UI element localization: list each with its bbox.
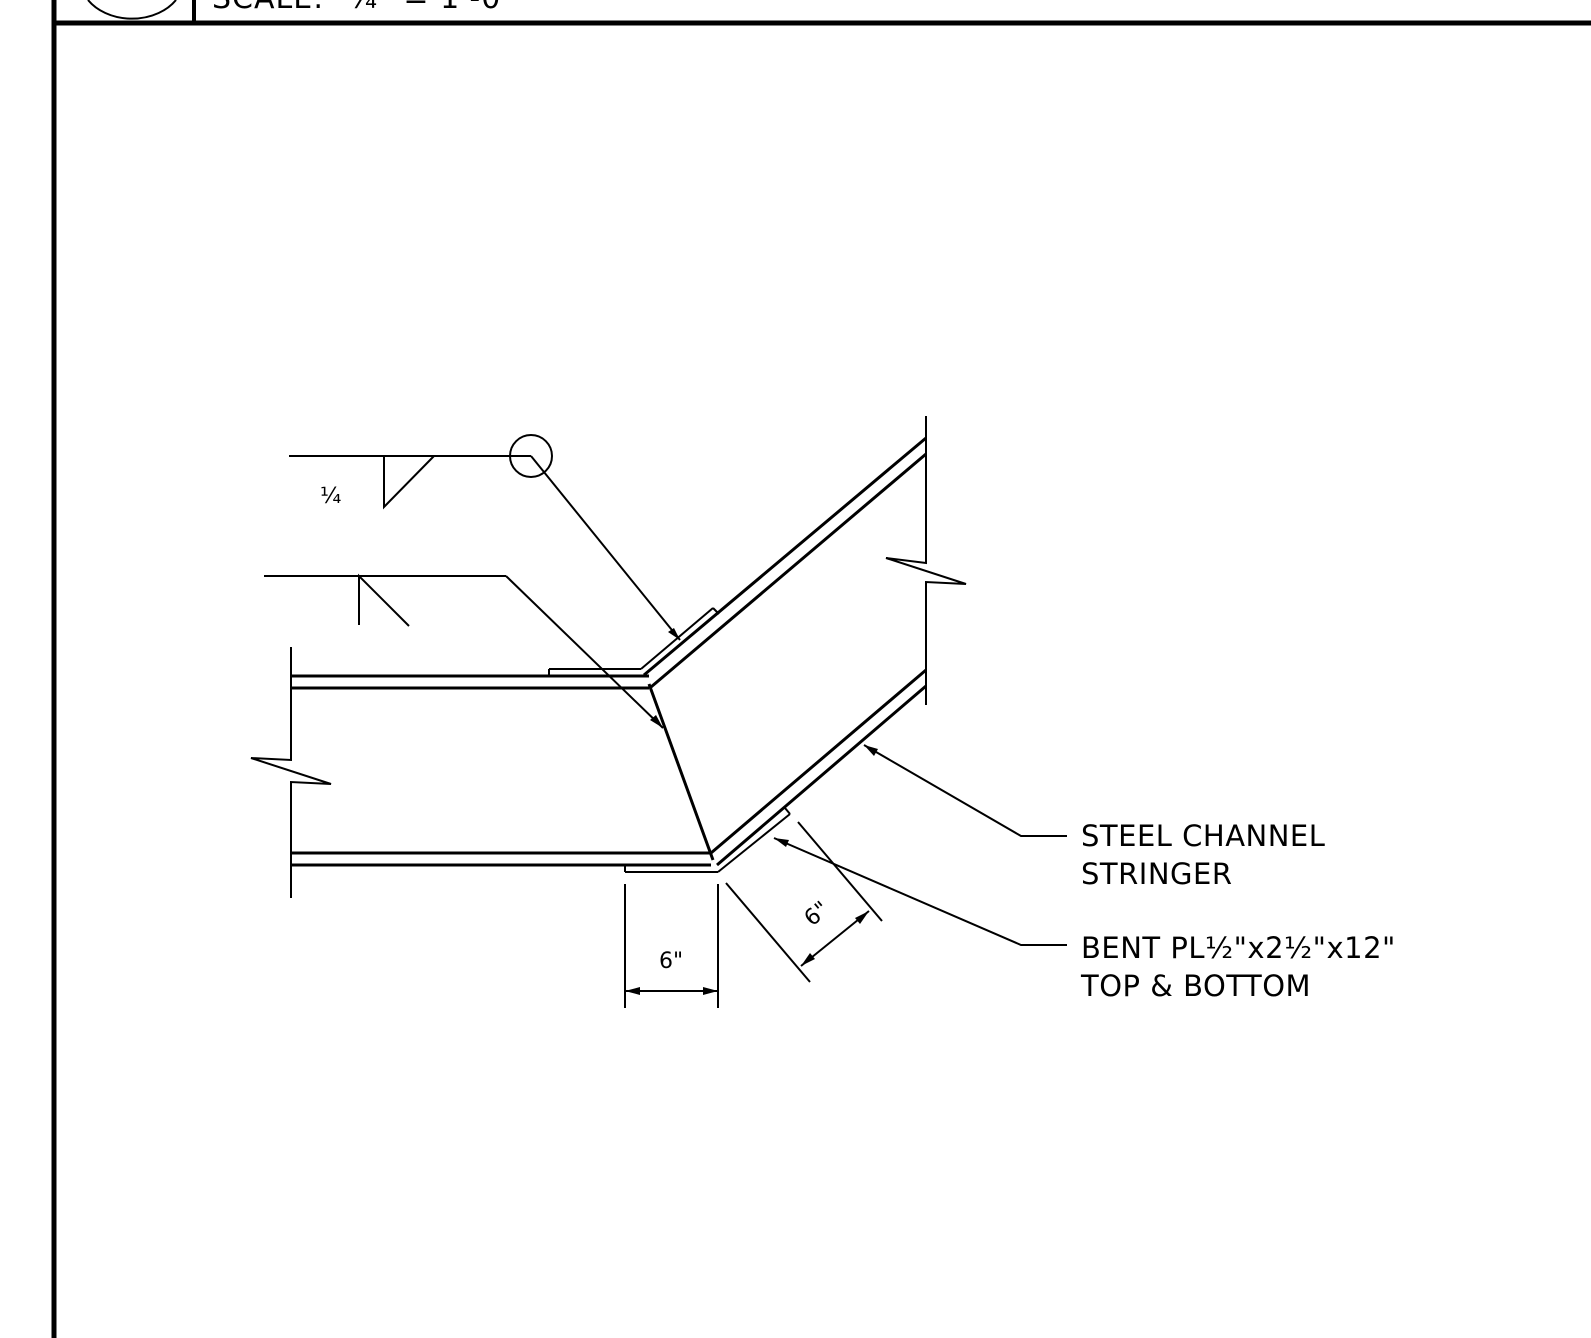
plate-leader-arrowhead (774, 838, 789, 847)
plate-leader (773, 837, 1067, 946)
stringer-note-line2: STRINGER (1081, 857, 1232, 891)
sheet-border (51, 0, 1591, 1338)
dim-arrow-lower (801, 953, 815, 966)
break-line-right (885, 416, 967, 705)
plate-note-line1: BENT PL½"x2½"x12" (1081, 931, 1396, 965)
plate-note-line2: TOP & BOTTOM (1080, 969, 1311, 1003)
inclined-dimension-text: 6" (800, 897, 835, 932)
leader-arrowhead-weld1 (668, 628, 680, 640)
bent-plate-bottom (624, 807, 791, 873)
dim-arrow-right (703, 987, 718, 995)
weld-all-around-circle (509, 434, 553, 478)
leader-arrowhead-weld2 (650, 715, 663, 728)
weld-size-label: ¼ (320, 484, 341, 509)
stringer-note-line1: STEEL CHANNEL (1081, 819, 1325, 853)
horizontal-dimension-text: 6" (659, 949, 683, 974)
fillet-weld-symbol-all-around (289, 434, 681, 641)
break-line-left (250, 647, 332, 898)
right-channel-stringer (643, 436, 927, 867)
stringer-leader (863, 744, 1067, 837)
horizontal-dimension (624, 884, 719, 1008)
scale-value: ¼" = 1'-0" (348, 0, 516, 16)
fillet-weld-symbol (264, 573, 664, 729)
bent-plate-top (548, 607, 720, 676)
miter-joint-line (647, 683, 715, 861)
dim-arrow-upper (855, 911, 869, 924)
scale-label: SCALE: (212, 0, 324, 16)
dim-arrow-left (625, 987, 640, 995)
left-channel-stringer (291, 674, 711, 867)
stringer-leader-arrowhead (864, 745, 878, 756)
